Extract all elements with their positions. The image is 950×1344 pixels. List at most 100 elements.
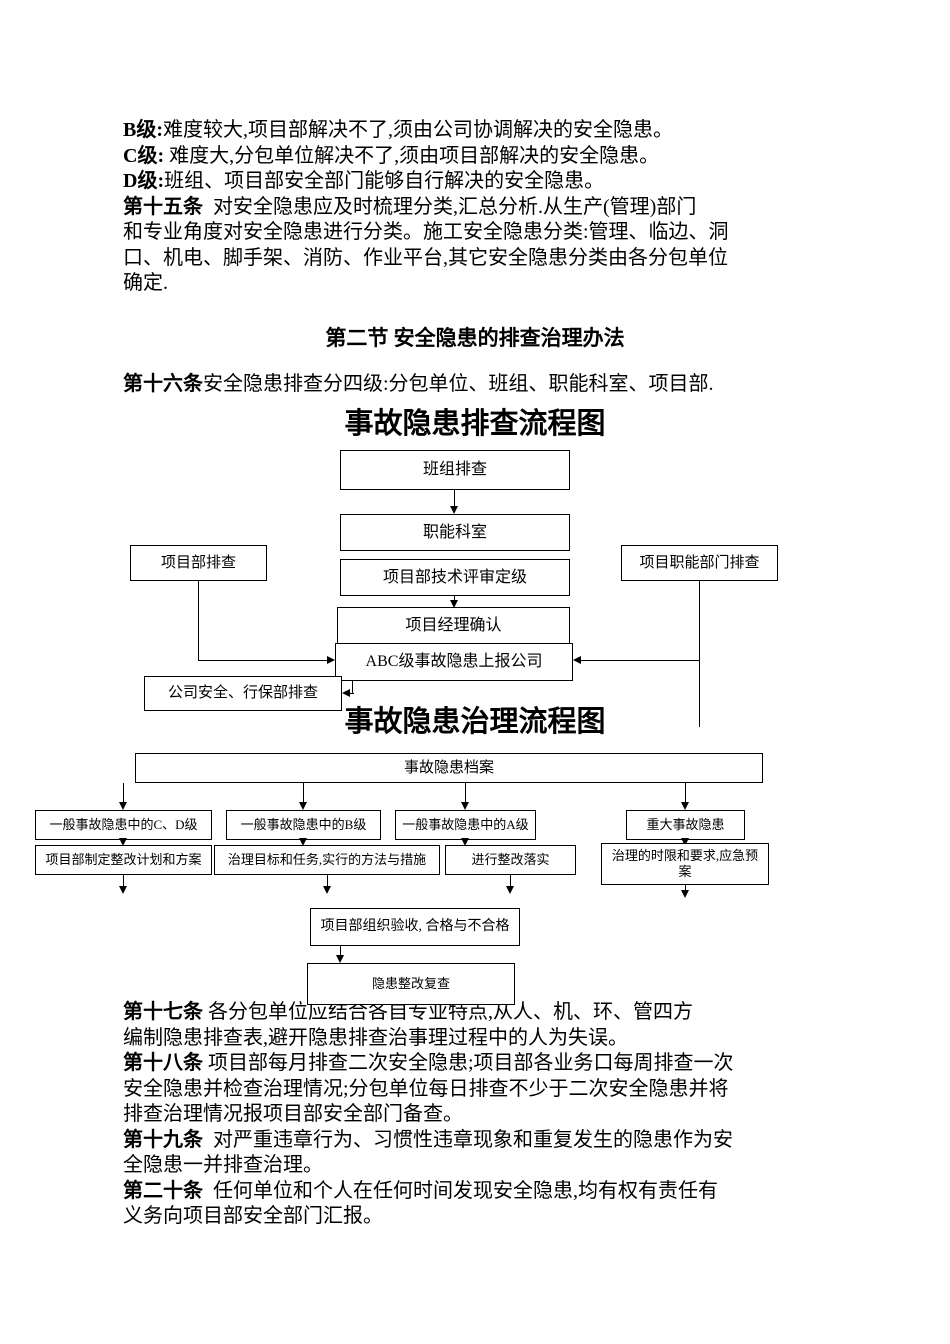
arrow-down-icon bbox=[506, 886, 514, 894]
bold-run: 第十九条 bbox=[123, 1128, 203, 1151]
flow-box-abc-report: ABC级事故隐患上报公司 bbox=[335, 643, 573, 681]
flow-line bbox=[198, 581, 199, 661]
text-run: 确定. bbox=[123, 272, 168, 294]
text-line: B级:难度较大,项目部解决不了,须由公司协调解决的安全隐患。 bbox=[123, 118, 729, 144]
text-run: 和专业角度对安全隐患进行分类。施工安全隐患分类:管理、临边、洞 bbox=[123, 221, 729, 243]
text-run: 各分包单位应结合各自专业特点,从人、机、环、管四方 bbox=[203, 1001, 693, 1023]
flow-box-category-a: 一般事故隐患中的A级 bbox=[395, 810, 536, 840]
arrow-left-icon bbox=[342, 689, 350, 697]
section-heading: 第二节 安全隐患的排查治理办法 bbox=[325, 326, 625, 350]
text-run: 对安全隐患应及时梳理分类,汇总分析.从生产(管理)部门 bbox=[203, 195, 697, 218]
flow-line bbox=[350, 693, 354, 694]
text-run: 项目部每月排查二次安全隐患;项目部各业务口每周排查一次 bbox=[203, 1052, 734, 1074]
flow-line bbox=[685, 783, 686, 803]
bold-run: B级: bbox=[123, 119, 163, 141]
text-line: 第二十条 任何单位和个人在任何时间发现安全隐患,均有权有责任有 bbox=[123, 1179, 734, 1205]
flow-box-measure-goals: 治理目标和任务,实行的方法与措施 bbox=[214, 845, 440, 875]
arrow-down-icon bbox=[323, 886, 331, 894]
flow-line bbox=[327, 875, 328, 887]
flow-box-team-inspection: 班组排查 bbox=[340, 450, 570, 490]
text-line: 第十五条 对安全隐患应及时梳理分类,汇总分析.从生产(管理)部门 bbox=[123, 195, 729, 221]
arrow-left-icon bbox=[573, 656, 581, 664]
bold-run: C级: bbox=[123, 144, 165, 167]
text-line: 第十九条 对严重违章行为、习惯性违章现象和重复发生的隐患作为安 bbox=[123, 1128, 734, 1154]
flow-line bbox=[510, 875, 511, 887]
flow-line bbox=[454, 596, 455, 603]
arrow-down-icon bbox=[119, 802, 127, 810]
flow-line bbox=[198, 660, 329, 661]
text-run: 编制隐患排查表,避开隐患排查治事理过程中的人为失误。 bbox=[123, 1026, 628, 1049]
text-line: 第十七条 各分包单位应结合各自专业特点,从人、机、环、管四方 bbox=[123, 1000, 734, 1026]
flow-box-category-major: 重大事故隐患 bbox=[626, 810, 745, 840]
text-line: 口、机电、脚手架、消防、作业平台,其它安全隐患分类由各分包单位 bbox=[123, 246, 729, 272]
flow-line bbox=[123, 875, 124, 887]
arrow-down-icon bbox=[450, 600, 458, 608]
flow-line bbox=[685, 885, 686, 891]
arrow-down-icon bbox=[681, 802, 689, 810]
arrow-down-icon bbox=[461, 838, 469, 846]
text-run: 全隐患一并排查治理。 bbox=[123, 1154, 323, 1176]
arrow-down-icon bbox=[681, 890, 689, 898]
text-line: 确定. bbox=[123, 271, 729, 297]
flow-box-hazard-archive: 事故隐患档案 bbox=[135, 753, 763, 783]
chart1-title: 事故隐患排查流程图 bbox=[344, 408, 606, 440]
flow-box-measure-implement: 进行整改落实 bbox=[445, 845, 576, 875]
flow-box-acceptance: 项目部组织验收, 合格与不合格 bbox=[310, 908, 520, 946]
bold-run: D级: bbox=[123, 170, 165, 192]
flow-box-functional-dept-inspection: 项目职能部门排查 bbox=[621, 545, 778, 581]
arrow-down-icon bbox=[681, 838, 689, 846]
text-line: D级:班组、项目部安全部门能够自行解决的安全隐患。 bbox=[123, 169, 729, 195]
flow-box-measure-deadline: 治理的时限和要求,应急预案 bbox=[601, 843, 769, 885]
bold-run: 第十八条 bbox=[123, 1052, 203, 1074]
chart2-title: 事故隐患治理流程图 bbox=[344, 706, 606, 738]
text-line: C级: 难度大,分包单位解决不了,须由项目部解决的安全隐患。 bbox=[123, 144, 729, 170]
arrow-down-icon bbox=[461, 802, 469, 810]
flow-box-company-security-inspection: 公司安全、行保部排查 bbox=[144, 676, 342, 711]
flow-box-functional-office: 职能科室 bbox=[340, 514, 570, 551]
arrow-down-icon bbox=[299, 838, 307, 846]
flow-line bbox=[465, 783, 466, 803]
text-run: 班组、项目部安全部门能够自行解决的安全隐患。 bbox=[164, 170, 605, 192]
flow-line bbox=[454, 490, 455, 507]
text-line: 义务向项目部安全部门汇报。 bbox=[123, 1204, 734, 1230]
flow-box-manager-confirm: 项目经理确认 bbox=[337, 607, 570, 644]
paragraph-grade-levels: B级:难度较大,项目部解决不了,须由公司协调解决的安全隐患。 C级: 难度大,分… bbox=[123, 118, 729, 297]
flow-box-technical-review: 项目部技术评审定级 bbox=[340, 559, 570, 596]
text-line: 第十八条 项目部每月排查二次安全隐患;项目部各业务口每周排查一次 bbox=[123, 1051, 734, 1077]
text-run: 难度大,分包单位解决不了,须由项目部解决的安全隐患。 bbox=[164, 144, 660, 167]
arrow-down-icon bbox=[299, 802, 307, 810]
flow-line bbox=[352, 681, 353, 694]
flow-line bbox=[303, 783, 304, 803]
text-line: 排查治理情况报项目部安全部门备查。 bbox=[123, 1102, 734, 1128]
text-run: 安全隐患排查分四级:分包单位、班组、职能科室、项目部. bbox=[203, 373, 714, 395]
flow-box-category-cd: 一般事故隐患中的C、D级 bbox=[35, 810, 212, 840]
text-line: 全隐患一并排查治理。 bbox=[123, 1153, 734, 1179]
flow-box-recheck: 隐患整改复查 bbox=[307, 963, 515, 1005]
arrow-down-icon bbox=[450, 506, 458, 514]
paragraph-articles-17-20: 第十七条 各分包单位应结合各自专业特点,从人、机、环、管四方 编制隐患排查表,避… bbox=[123, 1000, 734, 1230]
bold-run: 第十七条 bbox=[123, 1001, 203, 1023]
flow-box-category-b: 一般事故隐患中的B级 bbox=[226, 810, 381, 840]
text-run: 任何单位和个人在任何时间发现安全隐患,均有权有责任有 bbox=[203, 1179, 718, 1202]
bold-run: 第十五条 bbox=[123, 195, 203, 218]
flow-box-measure-plan: 项目部制定整改计划和方案 bbox=[35, 845, 212, 875]
text-run: 口、机电、脚手架、消防、作业平台,其它安全隐患分类由各分包单位 bbox=[123, 246, 728, 269]
arrow-down-icon bbox=[119, 838, 127, 846]
flow-line bbox=[340, 946, 341, 956]
bold-run: 第二十条 bbox=[123, 1179, 203, 1202]
text-line: 编制隐患排查表,避开隐患排查治事理过程中的人为失误。 bbox=[123, 1026, 734, 1052]
arrow-right-icon bbox=[327, 656, 335, 664]
text-run: 义务向项目部安全部门汇报。 bbox=[123, 1205, 383, 1227]
text-run: 难度较大,项目部解决不了,须由公司协调解决的安全隐患。 bbox=[163, 119, 673, 141]
flow-line bbox=[581, 660, 699, 661]
text-run: 安全隐患并检查治理情况;分包单位每日排查不少于二次安全隐患并将 bbox=[123, 1077, 729, 1100]
text-line: 安全隐患并检查治理情况;分包单位每日排查不少于二次安全隐患并将 bbox=[123, 1077, 734, 1103]
arrow-down-icon bbox=[336, 955, 344, 963]
flow-line bbox=[699, 581, 700, 727]
paragraph-article-16: 第十六条安全隐患排查分四级:分包单位、班组、职能科室、项目部. bbox=[123, 372, 714, 398]
flow-line bbox=[123, 783, 124, 803]
arrow-down-icon bbox=[119, 886, 127, 894]
text-line: 和专业角度对安全隐患进行分类。施工安全隐患分类:管理、临边、洞 bbox=[123, 220, 729, 246]
text-run: 排查治理情况报项目部安全部门备查。 bbox=[123, 1103, 463, 1125]
